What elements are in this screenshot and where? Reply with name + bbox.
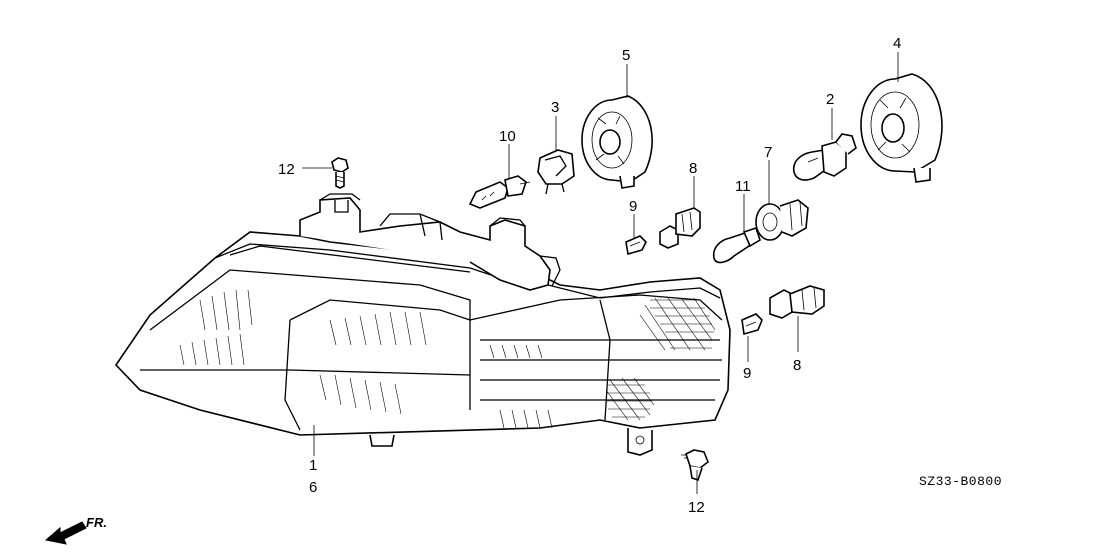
socket-part-8-upper[interactable] xyxy=(659,207,701,249)
callout-9-upper: 9 xyxy=(629,198,637,215)
bulb-part-11[interactable] xyxy=(712,226,761,264)
drawing-code: SZ33-B0800 xyxy=(919,474,1002,489)
callout-5: 5 xyxy=(622,47,630,64)
callout-2: 2 xyxy=(826,91,834,108)
callout-12-lower: 12 xyxy=(688,499,705,516)
callout-3: 3 xyxy=(551,99,559,116)
callout-6: 6 xyxy=(309,479,317,496)
wedge-bulb-part-9-upper[interactable] xyxy=(625,235,647,256)
wedge-bulb-part-9-lower[interactable] xyxy=(741,313,763,336)
dust-cover-part-5[interactable] xyxy=(581,95,653,189)
bolt-lower[interactable] xyxy=(681,449,709,482)
callout-10: 10 xyxy=(499,128,516,145)
callout-7: 7 xyxy=(764,144,772,161)
callout-8-lower: 8 xyxy=(793,357,801,374)
callout-8-upper: 8 xyxy=(689,160,697,177)
socket-part-7[interactable] xyxy=(755,199,809,241)
callout-1: 1 xyxy=(309,457,317,474)
bulb-part-2[interactable] xyxy=(792,133,857,181)
dust-cover-part-4[interactable] xyxy=(860,73,943,183)
callout-9-lower: 9 xyxy=(743,365,751,382)
callouts: 1 6 2 3 4 5 7 8 8 9 9 10 11 12 12 xyxy=(278,35,901,516)
front-label: FR. xyxy=(86,515,107,530)
callout-4: 4 xyxy=(893,35,901,52)
callout-12-upper: 12 xyxy=(278,161,295,178)
socket-part-3[interactable] xyxy=(537,149,575,195)
bulb-part-10[interactable] xyxy=(468,175,531,209)
callout-11: 11 xyxy=(735,178,751,195)
bolt-upper[interactable] xyxy=(331,157,349,189)
headlight-assembly[interactable] xyxy=(114,193,731,456)
front-arrow-icon xyxy=(44,521,87,545)
front-direction-indicator: FR. xyxy=(44,515,107,545)
socket-part-8-lower[interactable] xyxy=(769,285,825,319)
leader-lines xyxy=(302,52,899,494)
